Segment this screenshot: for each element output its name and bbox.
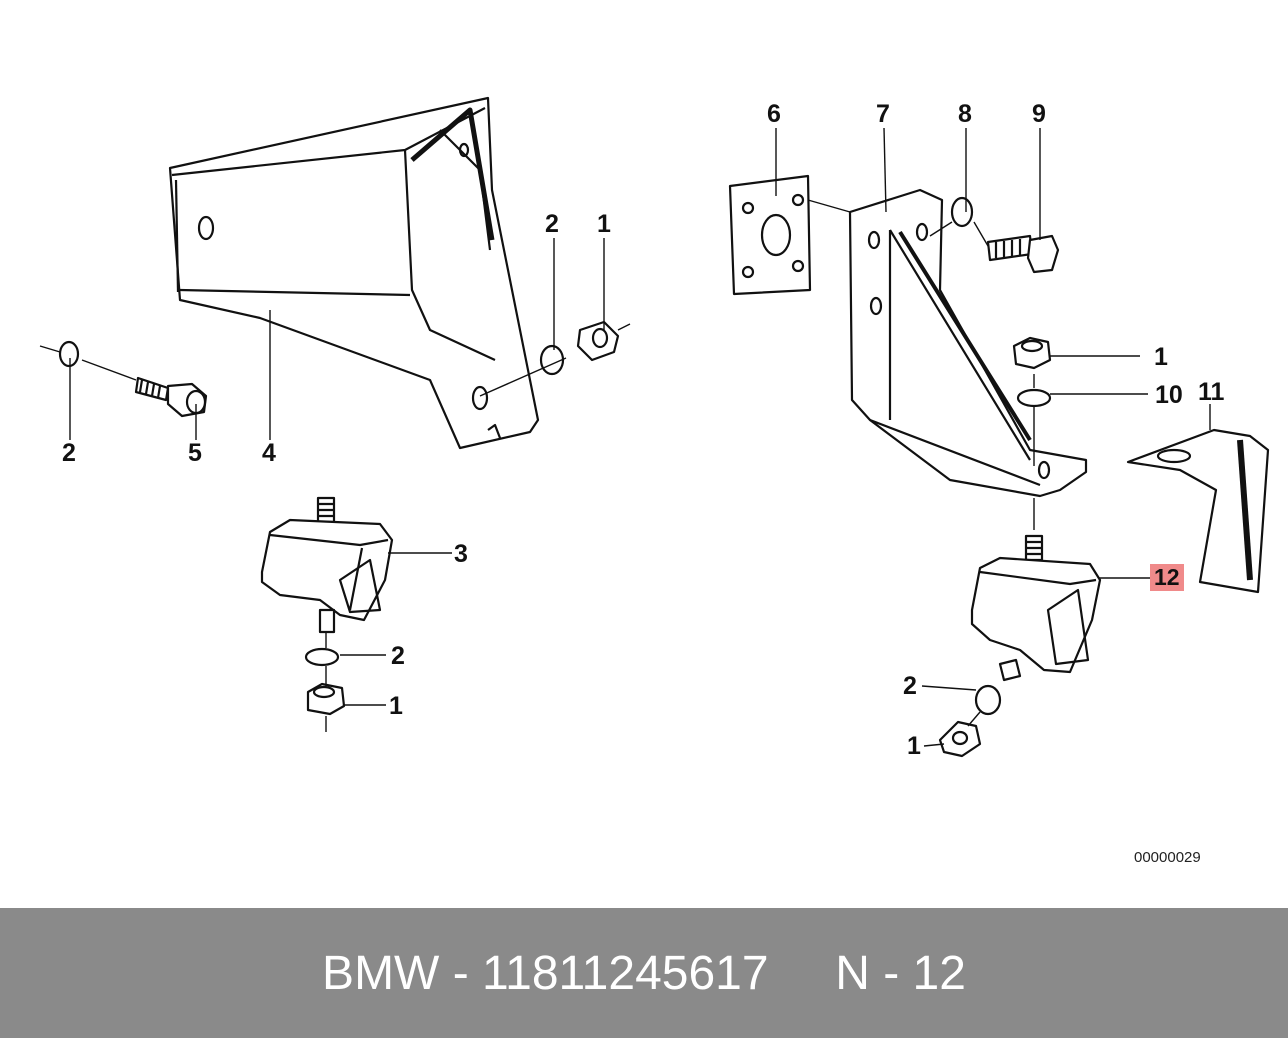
callout-1-top: 1 — [597, 210, 611, 238]
right-nut-drawing — [1012, 336, 1052, 408]
parts-diagram: 6 7 8 9 2 1 2 5 4 3 2 1 1 10 11 12 2 1 0… — [39, 96, 1270, 866]
left-bracket-drawing — [168, 96, 540, 450]
callout-7: 7 — [876, 100, 890, 128]
diagram-drawing — [39, 96, 1270, 758]
callout-8: 8 — [958, 100, 972, 128]
callout-1-bottom: 1 — [907, 732, 921, 760]
callout-4: 4 — [262, 439, 276, 467]
footer-position-label: N - 12 — [835, 946, 966, 1000]
callout-2-top: 2 — [545, 210, 559, 238]
callout-3: 3 — [454, 540, 468, 568]
callout-2-bottom: 2 — [903, 672, 917, 700]
callout-6: 6 — [767, 100, 781, 128]
callout-5: 5 — [188, 439, 202, 467]
left-mount-drawing — [260, 496, 394, 716]
callout-12-highlighted[interactable]: 12 — [1150, 564, 1184, 591]
footer-part-number: 11811245617 — [482, 946, 769, 1000]
clip-drawing — [1126, 428, 1270, 594]
right-bracket-drawing — [848, 188, 1088, 498]
footer-gap — [769, 946, 836, 1001]
callout-10: 10 — [1155, 381, 1183, 409]
callout-1-mid: 1 — [389, 692, 403, 720]
footer-bar: BMW - 11811245617 N - 12 — [0, 908, 1288, 1038]
right-mount-drawing — [938, 534, 1102, 758]
footer-separator: - — [439, 946, 483, 1000]
plate-drawing — [728, 174, 812, 296]
callout-1-right: 1 — [1154, 343, 1168, 371]
callout-2-left: 2 — [62, 439, 76, 467]
left-nut-drawing — [539, 320, 620, 376]
footer-brand: BMW — [322, 946, 440, 1000]
callout-9: 9 — [1032, 100, 1046, 128]
right-bolt-drawing — [950, 196, 1060, 274]
callout-11: 11 — [1198, 378, 1225, 406]
callout-2-mid: 2 — [391, 642, 405, 670]
drawing-code: 00000029 — [1134, 849, 1201, 866]
